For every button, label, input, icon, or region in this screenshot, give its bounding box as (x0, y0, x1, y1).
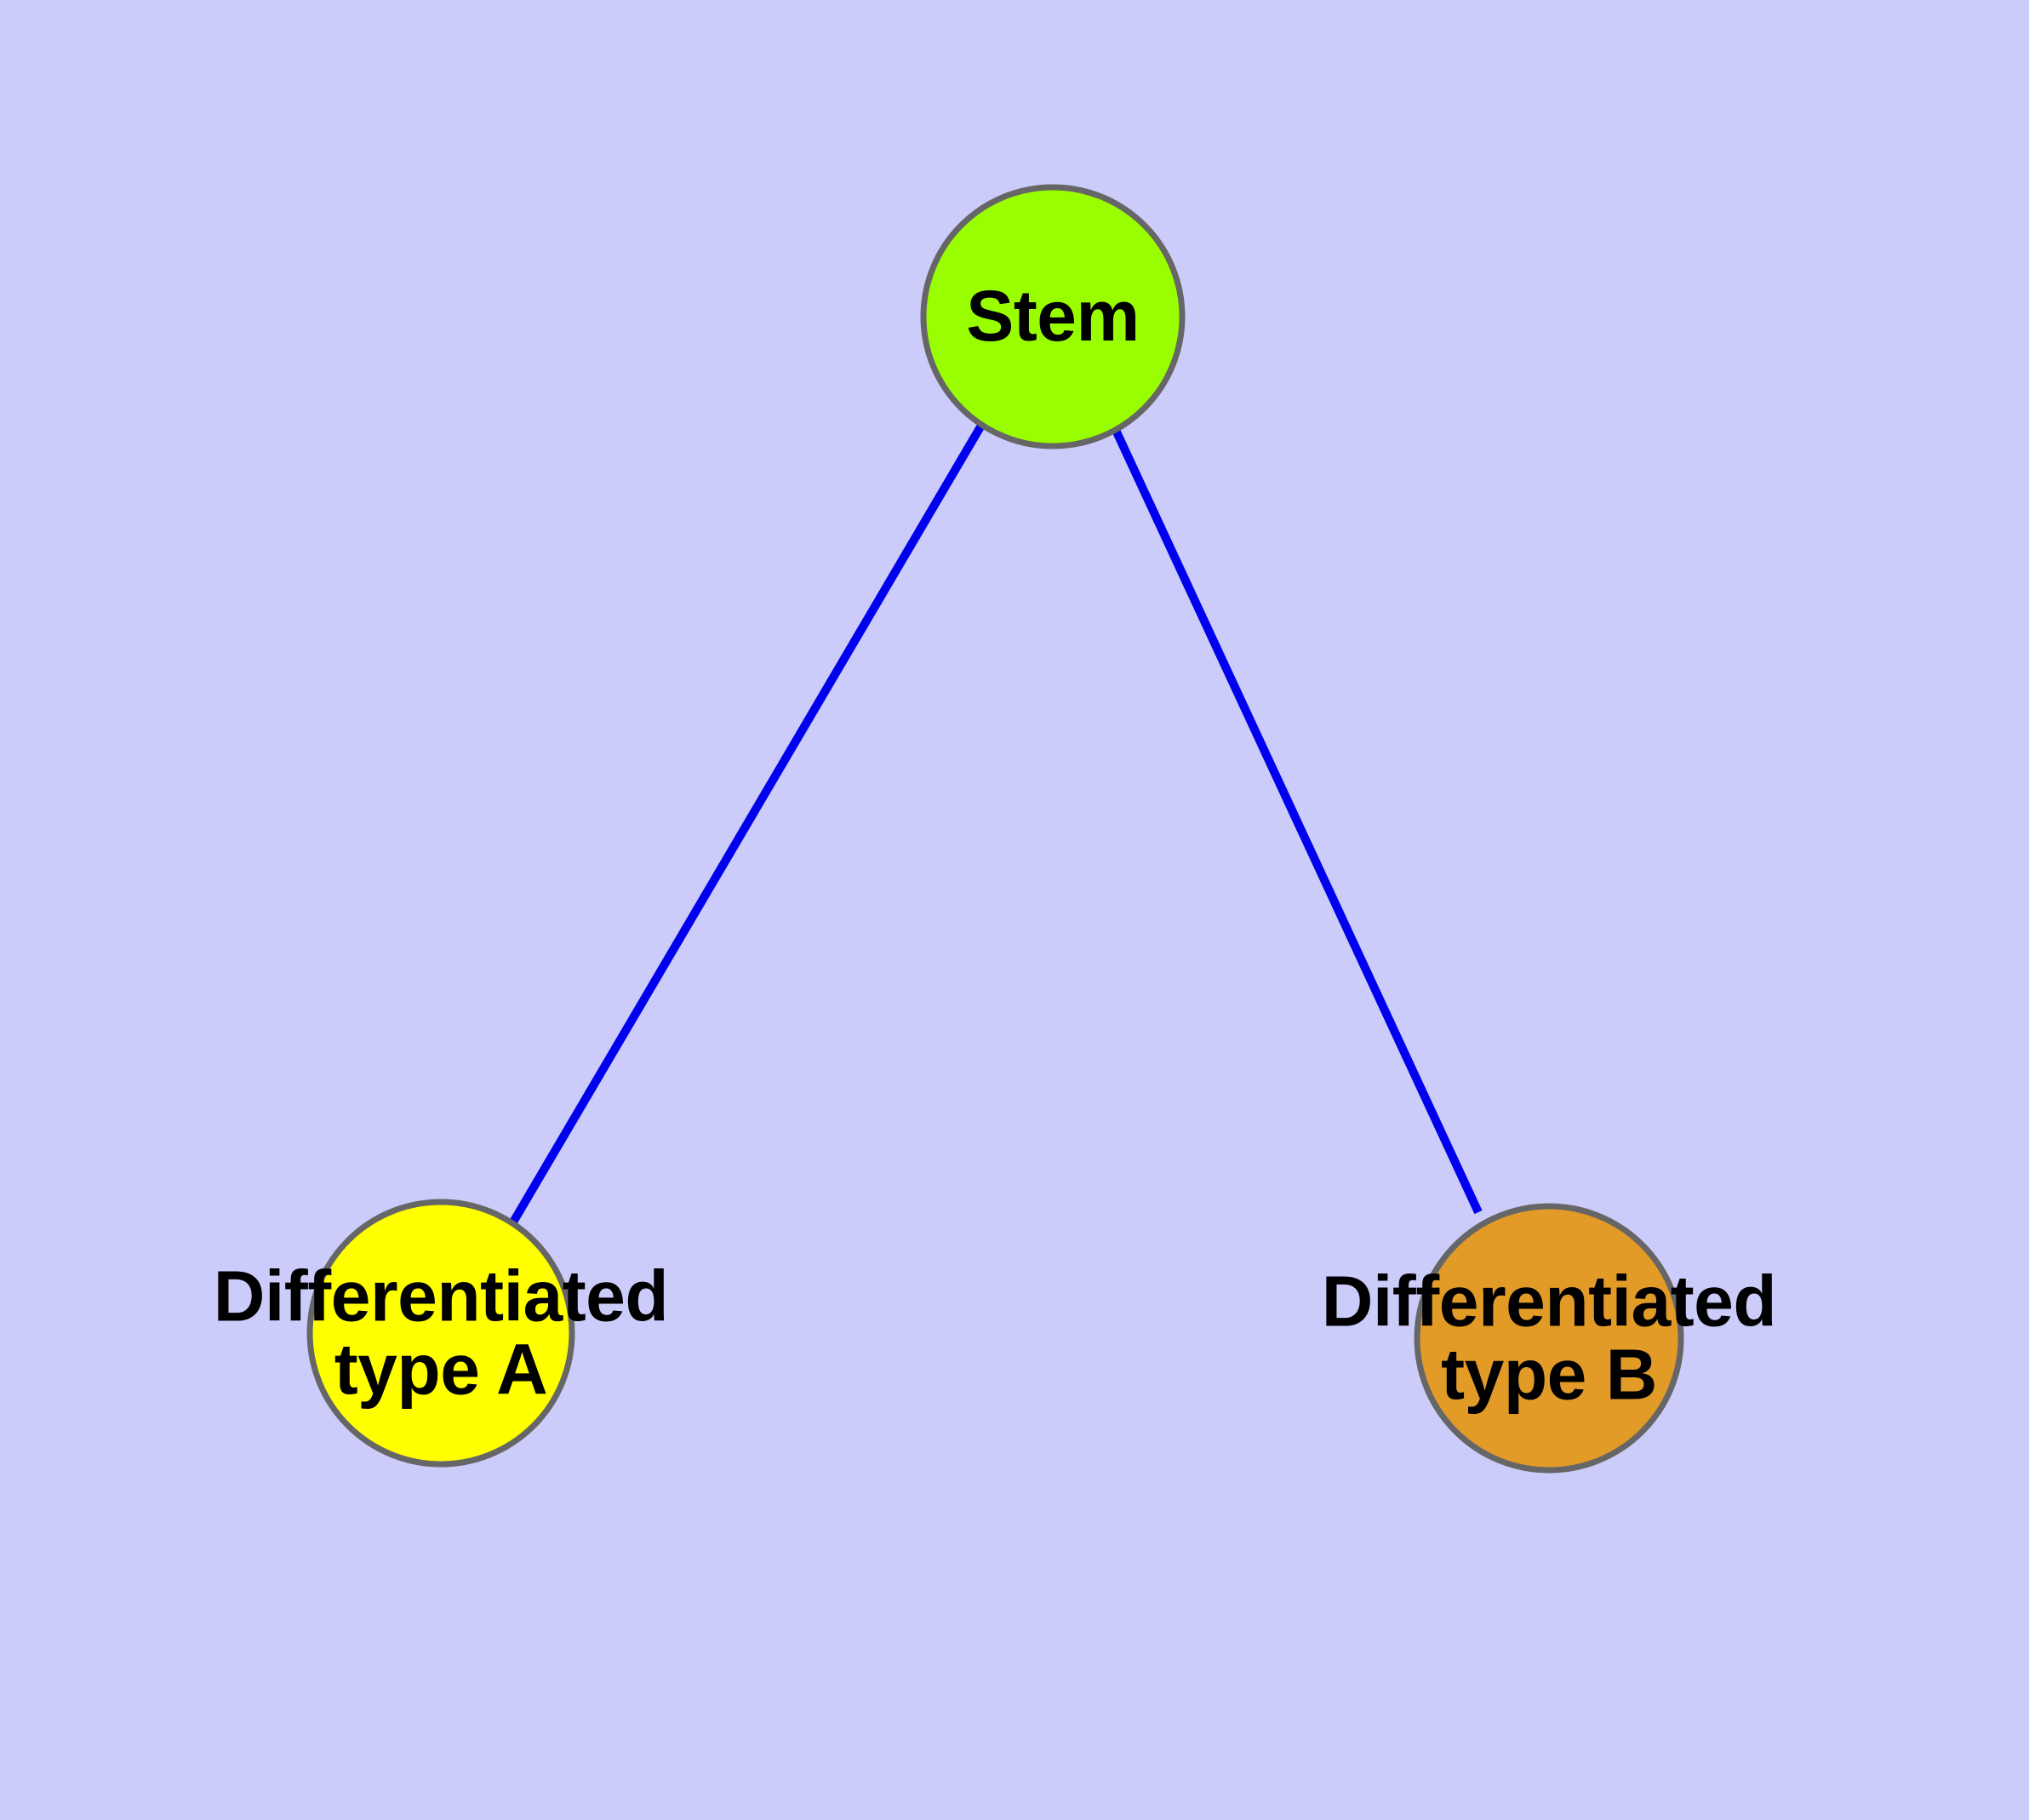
edge-stem-to-differentiated-type-a[interactable] (507, 421, 986, 1228)
edge-stem-to-differentiated-type-b[interactable] (1110, 424, 1483, 1215)
node-differentiated-type-b[interactable] (1414, 1203, 1684, 1474)
nodes-group (306, 184, 1684, 1474)
node-differentiated-type-a[interactable] (306, 1199, 575, 1468)
edges-group (507, 421, 1483, 1228)
node-stem[interactable] (920, 184, 1186, 449)
